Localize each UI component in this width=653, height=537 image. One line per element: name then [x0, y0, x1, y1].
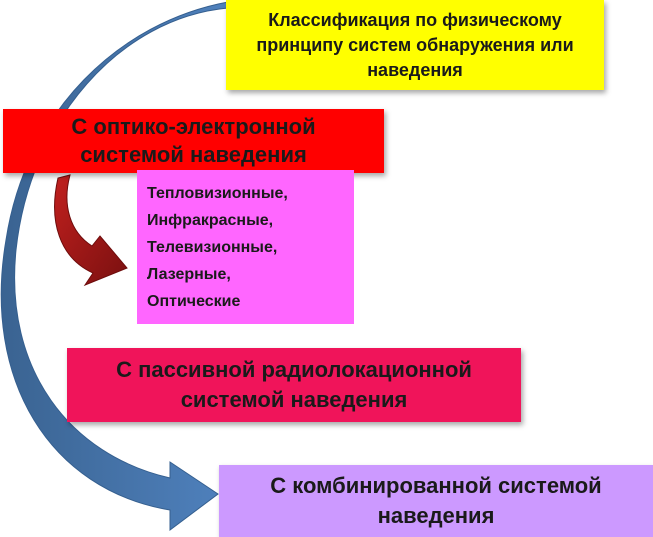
optoelectronic-line-1: С оптико-электронной — [71, 114, 316, 139]
passive-radar-guidance-box: С пассивной радиолокационной системой на… — [67, 348, 521, 422]
classification-title-box: Классификация по физическому принципу си… — [226, 0, 604, 90]
classification-title-line-3: наведения — [367, 59, 463, 80]
combined-line-1: С комбинированной системой — [270, 473, 602, 498]
red-curved-arrow — [54, 174, 128, 287]
types-item-infrared: Инфракрасные, — [147, 212, 274, 229]
passive-line-2: системой наведения — [180, 387, 408, 412]
types-item-television: Телевизионные, — [147, 239, 278, 256]
types-item-laser: Лазерные, — [147, 266, 231, 283]
types-item-thermal: Тепловизионные, — [147, 185, 288, 202]
combined-guidance-box: С комбинированной системой наведения — [219, 465, 653, 537]
optoelectronic-guidance-box: С оптико-электронной системой наведения — [3, 109, 384, 173]
types-item-optical: Оптические — [147, 293, 241, 310]
optoelectronic-types-list: Тепловизионные, Инфракрасные, Телевизион… — [137, 170, 354, 324]
optoelectronic-line-2: системой наведения — [80, 142, 307, 167]
classification-title-line-1: Классификация по физическому — [268, 9, 562, 30]
passive-line-1: С пассивной радиолокационной — [116, 357, 472, 382]
combined-line-2: наведения — [377, 503, 495, 528]
classification-title-line-2: принципу систем обнаружения или — [256, 34, 574, 55]
